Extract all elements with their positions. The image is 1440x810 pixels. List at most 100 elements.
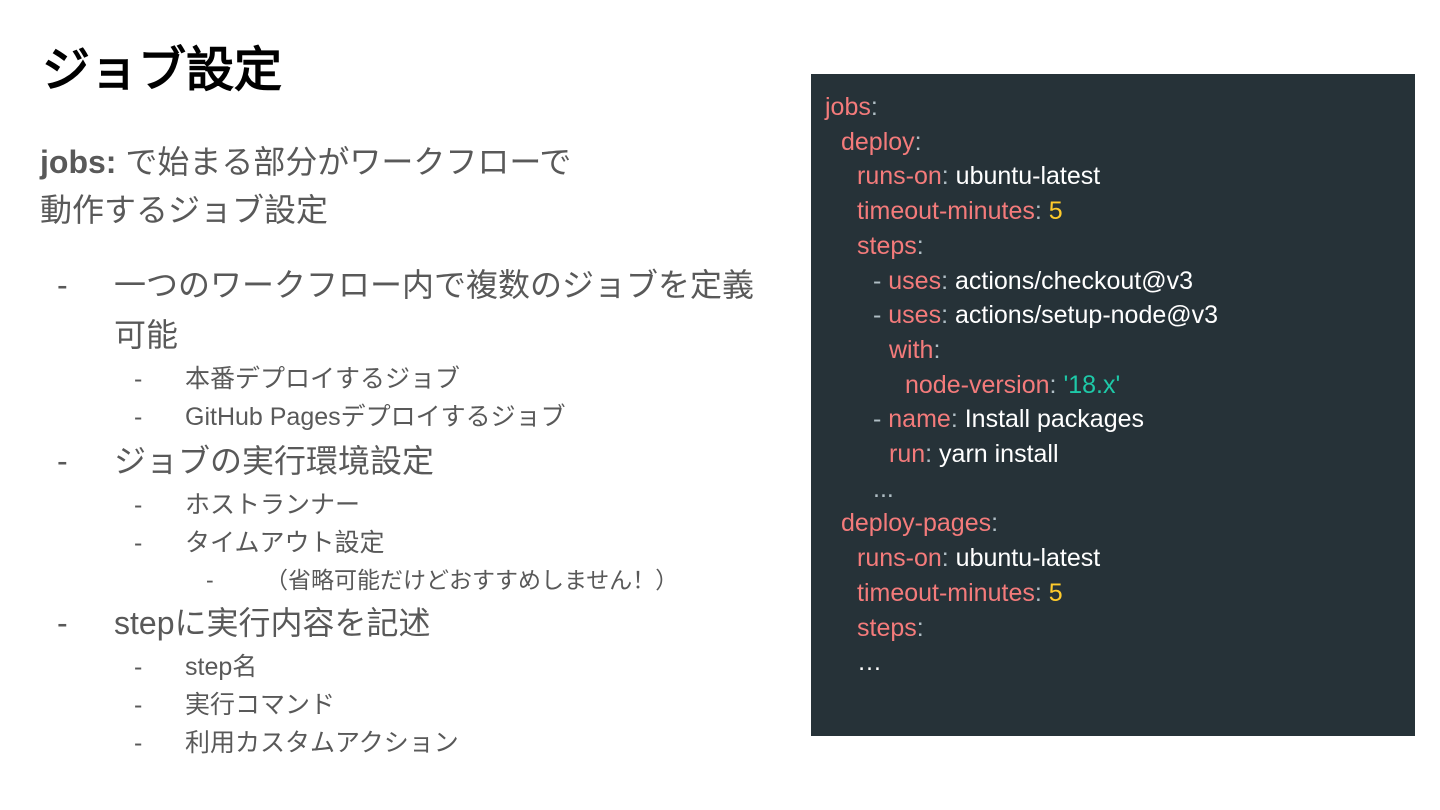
bullet-item-level-2: - 実行コマンド [40, 686, 780, 724]
code-colon: : [1049, 370, 1057, 399]
code-colon: : [1034, 197, 1042, 226]
lead-text: jobs: で始まる部分がワークフローで 動作するジョブ設定 [40, 138, 740, 234]
code-colon: : [916, 613, 924, 642]
bullet-marker: - [134, 365, 143, 393]
code-colon: : [941, 162, 949, 191]
bullet-text: 利用カスタムアクション [185, 729, 459, 757]
bullet-text: GitHub Pagesデプロイするジョブ [185, 403, 566, 431]
code-line: timeout-minutes: 5 [825, 576, 1401, 611]
bullet-marker: - [57, 605, 68, 641]
code-line: runs-on: ubuntu-latest [825, 159, 1401, 194]
code-value: 5 [1048, 578, 1063, 607]
code-line: runs-on: ubuntu-latest [825, 541, 1401, 576]
lead-line-1: jobs: で始まる部分がワークフローで [40, 138, 740, 186]
code-space [948, 267, 955, 295]
code-key: runs-on [857, 544, 942, 573]
bullet-item-level-2: - タイムアウト設定 [40, 524, 780, 562]
bullet-marker: - [134, 729, 143, 757]
code-colon: : [870, 93, 878, 121]
code-line: deploy-pages: [825, 506, 1401, 541]
code-key: steps [857, 231, 917, 260]
code-key: timeout-minutes [857, 197, 1035, 226]
code-key: with [889, 335, 934, 364]
code-key: jobs [825, 93, 871, 121]
bullet-marker: - [134, 529, 143, 557]
code-ellipsis: ... [873, 474, 894, 503]
code-line: - uses: actions/checkout@v3 [825, 264, 1401, 299]
code-colon: : [914, 127, 922, 156]
code-key: runs-on [857, 162, 942, 191]
code-space [958, 405, 965, 433]
code-line: run: yarn install [825, 437, 1401, 472]
code-key: timeout-minutes [857, 578, 1035, 607]
lead-line-2: 動作するジョブ設定 [40, 192, 329, 228]
code-key: name [888, 405, 951, 434]
bullet-text: ホストランナー [185, 491, 361, 519]
code-colon: : [941, 544, 949, 573]
bullet-item-level-2: -本番デプロイするジョブ [40, 360, 780, 398]
code-key: steps [857, 613, 917, 642]
code-space [949, 544, 956, 572]
code-space [1042, 197, 1049, 225]
code-colon: : [941, 266, 949, 295]
code-key: uses [888, 301, 942, 330]
bullet-item-level-2: - 利用カスタムアクション [40, 724, 780, 762]
bullet-item-level-2: - GitHub Pagesデプロイするジョブ [40, 398, 780, 436]
bullet-item-level-1: - stepに実行内容を記述 [40, 598, 780, 648]
bullet-item-level-1: - 一つのワークフロー内で複数のジョブを定義可能 [40, 260, 780, 360]
code-line: steps: [825, 229, 1401, 264]
code-value: yarn install [939, 440, 1059, 469]
bullet-text: 実行コマンド [185, 691, 336, 719]
code-key: run [889, 440, 926, 469]
code-space [1042, 579, 1049, 607]
code-line: - name: Install packages [825, 402, 1401, 437]
bullet-item-level-2: -step名 [40, 648, 780, 686]
code-value: ubuntu-latest [955, 162, 1101, 191]
code-colon: : [941, 301, 949, 330]
bullet-text: 一つのワークフロー内で複数のジョブを定義可能 [114, 267, 755, 353]
lead-keyword: jobs: [40, 144, 117, 180]
code-line: steps: [825, 611, 1401, 646]
code-line: ... [825, 472, 1401, 507]
code-key: deploy-pages [841, 509, 992, 538]
bullet-item-level-3: - （省略可能だけどおすすめしません！） [40, 562, 780, 598]
bullet-marker: - [134, 691, 143, 719]
code-ellipsis: … [857, 648, 882, 677]
code-list-dash: - [873, 266, 889, 295]
bullet-list: -一つのワークフロー内で複数のジョブを定義可能-本番デプロイするジョブ-GitH… [40, 260, 780, 762]
code-colon: : [933, 335, 941, 364]
bullet-text: （省略可能だけどおすすめしません！） [265, 567, 679, 593]
code-colon: : [950, 405, 958, 434]
slide-title: ジョブ設定 [42, 44, 283, 97]
code-value: actions/setup-node@v3 [955, 301, 1219, 330]
code-list-dash: - [873, 301, 889, 330]
bullet-marker: - [57, 267, 68, 303]
lead-line-1-rest: で始まる部分がワークフローで [116, 144, 572, 180]
bullet-marker: - [206, 567, 214, 593]
bullet-marker: - [134, 491, 143, 519]
code-line: deploy: [825, 125, 1401, 160]
code-space [948, 301, 955, 329]
code-key: uses [888, 266, 942, 295]
bullet-item-level-1: -ジョブの実行環境設定 [40, 436, 780, 486]
code-value: actions/checkout@v3 [955, 266, 1194, 295]
code-colon: : [1034, 578, 1042, 607]
bullet-text: タイムアウト設定 [185, 529, 385, 557]
code-line: node-version: '18.x' [825, 368, 1401, 403]
code-value: ubuntu-latest [955, 544, 1101, 573]
bullet-item-level-2: - ホストランナー [40, 486, 780, 524]
code-colon: : [916, 231, 924, 260]
bullet-text: stepに実行内容を記述 [114, 605, 431, 641]
code-line: jobs: [825, 90, 1401, 125]
code-key: deploy [841, 127, 915, 156]
bullet-marker: - [57, 443, 68, 479]
bullet-marker: - [134, 403, 143, 431]
code-key: node-version [905, 370, 1050, 399]
code-line: … [825, 645, 1401, 680]
code-value: Install packages [964, 405, 1145, 434]
code-value: '18.x' [1063, 370, 1121, 399]
bullet-text: step名 [185, 653, 258, 681]
code-space [949, 162, 956, 190]
code-colon: : [991, 509, 999, 538]
